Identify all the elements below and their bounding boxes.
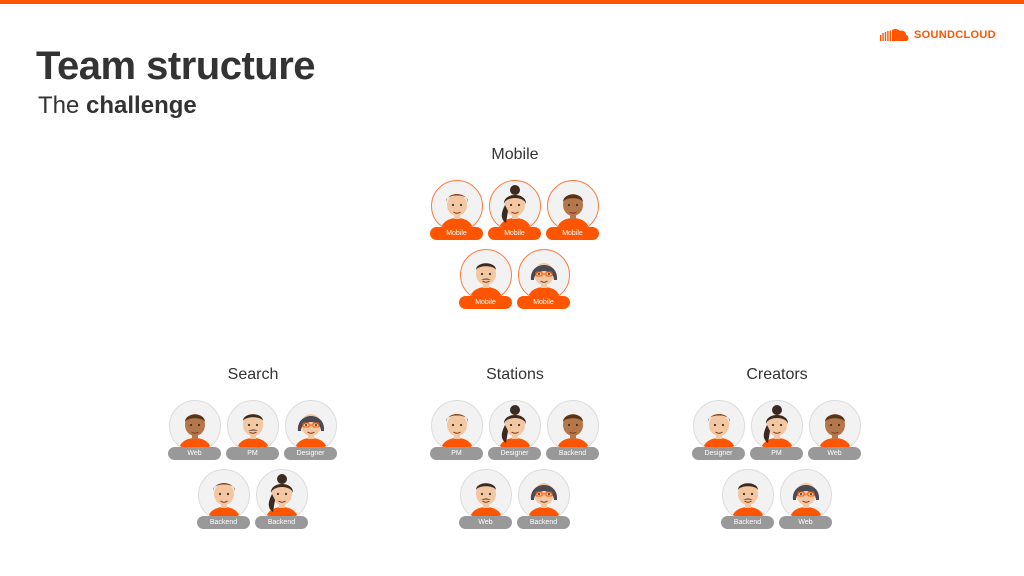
role-badge: Backend <box>255 516 308 529</box>
role-badge: Mobile <box>459 296 512 309</box>
man-mustache-avatar-icon <box>227 400 279 452</box>
man-dark-skin-avatar-icon <box>547 400 599 452</box>
role-badge: Designer <box>284 447 337 460</box>
team-member: Mobile <box>488 180 542 240</box>
role-badge: PM <box>750 447 803 460</box>
role-badge: Web <box>459 516 512 529</box>
man-mustache-avatar-icon <box>460 469 512 521</box>
woman-bun-avatar-icon <box>751 400 803 452</box>
role-badge: Mobile <box>546 227 599 240</box>
page-subtitle: The challenge <box>38 92 197 120</box>
team-member: Web <box>808 400 862 460</box>
team-member: Designer <box>488 400 542 460</box>
team-member: PM <box>226 400 280 460</box>
team-member: Designer <box>692 400 746 460</box>
role-badge: PM <box>226 447 279 460</box>
role-badge: Backend <box>517 516 570 529</box>
team-member: PM <box>430 400 484 460</box>
role-badge: Designer <box>692 447 745 460</box>
team-member: Web <box>779 469 833 529</box>
team-member: Mobile <box>459 249 513 309</box>
role-badge: Backend <box>721 516 774 529</box>
team-member: Backend <box>255 469 309 529</box>
woman-bun-avatar-icon <box>256 469 308 521</box>
soundcloud-logo: SOUNDCLOUD <box>880 28 996 42</box>
woman-glasses-avatar-icon <box>518 249 570 301</box>
team-member: Backend <box>721 469 775 529</box>
top-accent-bar <box>0 0 1024 4</box>
page-title: Team structure <box>36 44 316 88</box>
man-brown-hair-avatar-icon <box>198 469 250 521</box>
team-member: Web <box>168 400 222 460</box>
team-title: Mobile <box>491 146 539 163</box>
team-member: Mobile <box>517 249 571 309</box>
role-badge: Mobile <box>517 296 570 309</box>
role-badge: Mobile <box>430 227 483 240</box>
team-member: Designer <box>284 400 338 460</box>
woman-glasses-avatar-icon <box>518 469 570 521</box>
role-badge: Web <box>779 516 832 529</box>
subtitle-prefix: The <box>38 92 80 119</box>
role-badge: Web <box>808 447 861 460</box>
man-dark-skin-avatar-icon <box>809 400 861 452</box>
team-member: Web <box>459 469 513 529</box>
woman-glasses-avatar-icon <box>285 400 337 452</box>
woman-glasses-avatar-icon <box>780 469 832 521</box>
role-badge: Web <box>168 447 221 460</box>
team-member: Backend <box>197 469 251 529</box>
man-dark-skin-avatar-icon <box>547 180 599 232</box>
role-badge: Backend <box>546 447 599 460</box>
team-title: Search <box>227 366 279 383</box>
team-title: Stations <box>486 366 544 383</box>
woman-bun-avatar-icon <box>489 400 541 452</box>
man-brown-hair-avatar-icon <box>693 400 745 452</box>
team-member: PM <box>750 400 804 460</box>
team-member: Mobile <box>546 180 600 240</box>
team-member: Backend <box>517 469 571 529</box>
team-member: Mobile <box>430 180 484 240</box>
team-title: Creators <box>746 366 808 383</box>
man-brown-hair-avatar-icon <box>431 400 483 452</box>
man-mustache-avatar-icon <box>460 249 512 301</box>
role-badge: PM <box>430 447 483 460</box>
role-badge: Backend <box>197 516 250 529</box>
subtitle-emphasis: challenge <box>86 92 197 119</box>
role-badge: Mobile <box>488 227 541 240</box>
man-mustache-avatar-icon <box>722 469 774 521</box>
role-badge: Designer <box>488 447 541 460</box>
man-brown-hair-avatar-icon <box>431 180 483 232</box>
logo-wordmark: SOUNDCLOUD <box>914 29 996 41</box>
team-member: Backend <box>546 400 600 460</box>
man-dark-skin-avatar-icon <box>169 400 221 452</box>
soundcloud-cloud-icon <box>880 28 909 41</box>
woman-bun-avatar-icon <box>489 180 541 232</box>
